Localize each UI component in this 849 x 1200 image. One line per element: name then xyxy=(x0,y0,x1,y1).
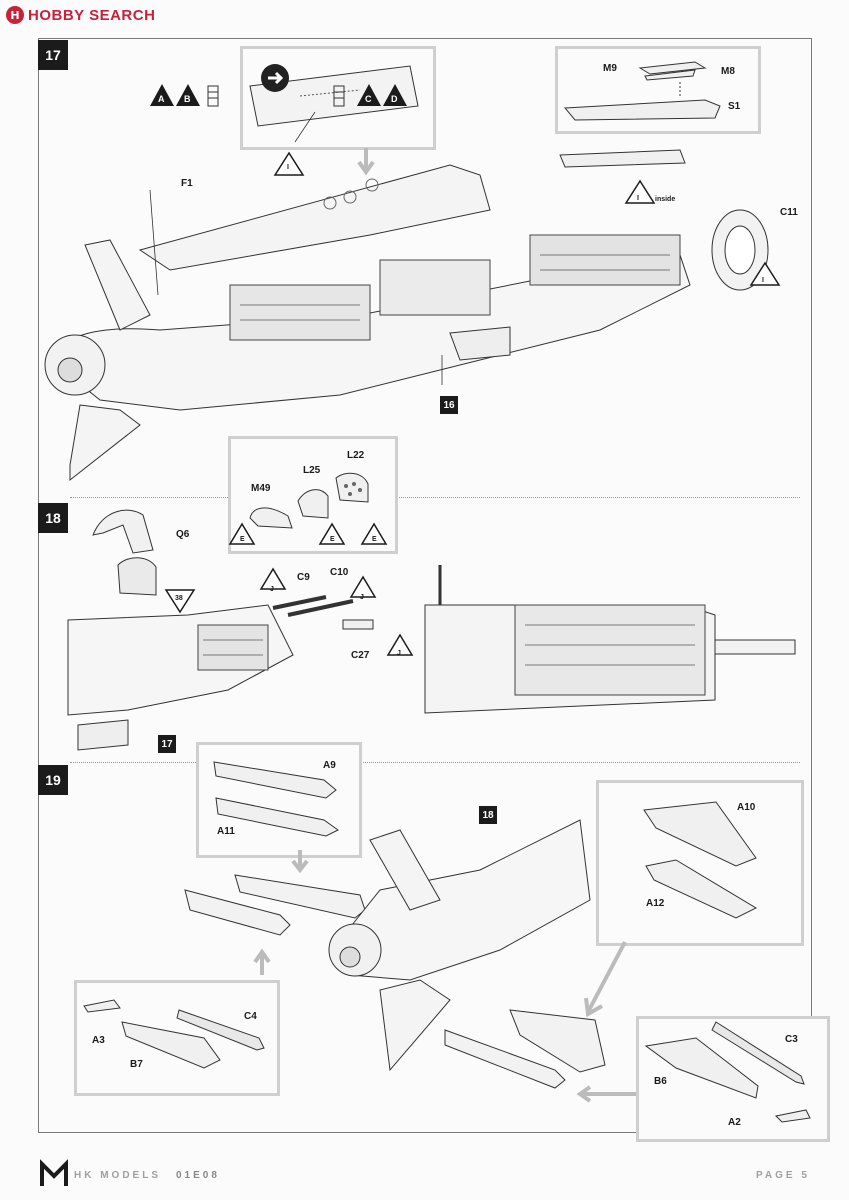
ref-step-17-badge: 17 xyxy=(158,735,176,753)
marker-e: E xyxy=(330,536,335,543)
marker-b: B xyxy=(184,94,191,104)
panel-detail-drawing xyxy=(563,61,721,121)
part-label-m49: M49 xyxy=(251,483,271,494)
site-logo[interactable]: H HOBBY SEARCH xyxy=(6,4,155,26)
part-label-c4: C4 xyxy=(244,1011,257,1022)
site-logo-text: HOBBY SEARCH xyxy=(28,6,156,24)
part-label-m8: M8 xyxy=(721,66,735,77)
hk-models-logo-icon xyxy=(40,1159,68,1186)
marker-c: C xyxy=(365,94,372,104)
instruction-frame xyxy=(38,38,812,1133)
inside-note: inside xyxy=(655,196,676,203)
part-label-m9: M9 xyxy=(603,63,617,74)
marker-a: A xyxy=(158,94,165,104)
step-divider xyxy=(70,762,800,763)
part-label-a3: A3 xyxy=(92,1035,105,1046)
part-label-a9: A9 xyxy=(323,760,336,771)
step-18-number: 18 xyxy=(38,503,68,533)
step17-markers xyxy=(150,84,407,176)
cockpit-detail-drawing xyxy=(228,472,388,545)
aircraft-completed-view-18 xyxy=(424,565,796,714)
ref-step-18-badge: 18 xyxy=(479,806,497,824)
part-label-c11: C11 xyxy=(780,207,798,218)
marker-j: J xyxy=(397,650,401,657)
aircraft-fuselage-drawing-17 xyxy=(44,149,781,482)
flap-detail-drawing-a10 xyxy=(643,801,758,919)
part-label-a2: A2 xyxy=(728,1117,741,1128)
part-label-c9: C9 xyxy=(297,572,310,583)
aileron-detail-drawing-right xyxy=(644,1021,811,1123)
aileron-detail-drawing-left xyxy=(83,999,265,1069)
part-label-c10: C10 xyxy=(330,567,349,578)
part-label-l25: L25 xyxy=(303,465,321,476)
part-label-f1: F1 xyxy=(181,178,193,189)
marker-i: I xyxy=(762,277,764,284)
ref-38: 38 xyxy=(175,595,183,602)
arrow-down-left-icon xyxy=(584,941,627,1018)
hobby-search-logo-icon: H xyxy=(6,6,24,24)
footer-brand: HK MODELS xyxy=(74,1170,161,1181)
part-label-l22: L22 xyxy=(347,450,365,461)
arrow-down-icon xyxy=(357,148,375,176)
part-label-a12: A12 xyxy=(646,898,665,909)
footer-page-number: PAGE 5 xyxy=(756,1170,810,1181)
marker-e: E xyxy=(240,536,245,543)
step-19-number: 19 xyxy=(38,765,68,795)
arrow-left-icon xyxy=(576,1085,636,1103)
flap-detail-drawing-a9 xyxy=(213,761,339,837)
marker-j: J xyxy=(360,594,364,601)
part-label-q6: Q6 xyxy=(176,529,190,540)
marker-i: I xyxy=(287,164,289,171)
part-label-a11: A11 xyxy=(217,826,235,837)
part-label-b6: B6 xyxy=(654,1076,667,1087)
step-divider xyxy=(70,497,800,498)
part-label-s1: S1 xyxy=(728,101,741,112)
step-17-number: 17 xyxy=(38,40,68,70)
part-label-a10: A10 xyxy=(737,802,756,813)
marker-i: I xyxy=(637,195,639,202)
part-label-c3: C3 xyxy=(785,1034,798,1045)
marker-j: J xyxy=(270,586,274,593)
part-label-b7: B7 xyxy=(130,1059,143,1070)
part-label-c27: C27 xyxy=(351,650,370,661)
aircraft-tail-drawing-19 xyxy=(184,819,606,1089)
arrow-down-icon xyxy=(291,850,309,874)
ref-step-16-badge: 16 xyxy=(440,396,458,414)
footer-kit-code: 01E08 xyxy=(176,1170,220,1181)
marker-d: D xyxy=(391,94,398,104)
arrow-up-icon xyxy=(253,948,271,975)
aircraft-fuselage-drawing-18 xyxy=(67,509,414,751)
marker-e: E xyxy=(372,536,377,543)
